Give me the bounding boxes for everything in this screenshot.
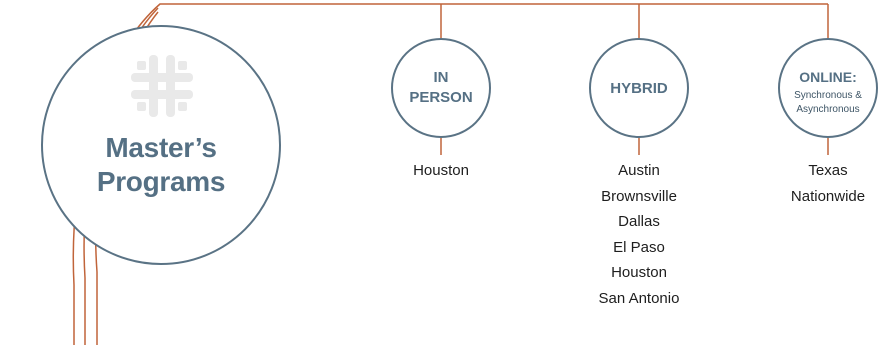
mode-title-line1: ONLINE: (799, 69, 857, 85)
location-item: Houston (611, 264, 667, 281)
location-item: Austin (618, 162, 660, 179)
location-item: El Paso (613, 238, 665, 256)
location-item: Texas (808, 162, 848, 179)
mode-title-line2: PERSON (409, 89, 473, 106)
location-item: Houston (413, 162, 469, 179)
hub-title-line2: Programs (96, 166, 226, 197)
mode-circle-in-person: IN PERSON (391, 38, 491, 138)
mode-title-line1: IN (433, 69, 449, 86)
location-item: San Antonio (598, 289, 680, 307)
woven-grid-logo-icon (131, 55, 193, 117)
location-list-online: Texas Nationwide (768, 158, 882, 209)
mode-circle-online: ONLINE: Synchronous & Asynchronous (778, 38, 878, 138)
mode-subtitle-line2: Asynchronous (796, 104, 860, 115)
location-list-in-person: Houston (381, 158, 501, 184)
masters-programs-hub: Master’s Programs (41, 25, 281, 265)
mode-circle-hybrid: HYBRID (589, 38, 689, 138)
hub-title-line1: Master’s (105, 132, 217, 163)
location-list-hybrid: Austin Brownsville Dallas El Paso Housto… (569, 158, 709, 311)
location-item: Brownsville (601, 187, 677, 205)
mode-subtitle-line1: Synchronous & (794, 90, 862, 101)
location-item: Nationwide (790, 187, 866, 205)
location-item: Dallas (618, 213, 660, 230)
mode-title-line1: HYBRID (610, 80, 668, 97)
